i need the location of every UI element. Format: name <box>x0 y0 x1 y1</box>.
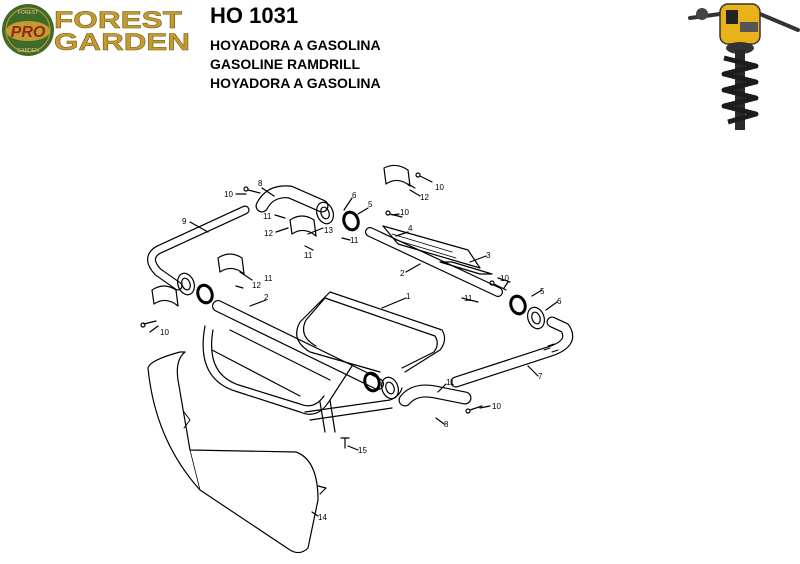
part-label-2-b: 2 <box>264 293 269 302</box>
diagram-linework <box>140 164 574 554</box>
part-label-6-a: 6 <box>352 191 357 200</box>
product-name-es: HOYADORA A GASOLINA <box>210 37 381 53</box>
part-label-8-a: 8 <box>258 179 263 188</box>
part-label-11-d: 11 <box>464 294 473 303</box>
logo-ring-top: FOREST <box>18 10 38 16</box>
part-label-10-b: 10 <box>400 208 409 217</box>
part-label-11-f: 11 <box>446 378 455 387</box>
part-label-3: 3 <box>486 251 491 260</box>
part-label-11-c: 11 <box>350 236 359 245</box>
part-label-11-a: 11 <box>263 212 272 221</box>
part-label-5-b: 5 <box>540 287 545 296</box>
part-label-12-a: 12 <box>264 229 273 238</box>
exploded-parts-diagram: 10 8 9 11 12 13 11 6 5 10 4 11 10 12 3 2… <box>0 160 800 559</box>
part-label-10-d: 10 <box>160 328 169 337</box>
logo-ring-bottom: GARDEN <box>17 48 39 54</box>
part-label-10-f: 10 <box>492 402 501 411</box>
part-label-7: 7 <box>538 372 543 381</box>
part-label-12-c: 12 <box>252 281 261 290</box>
title-block: HO 1031 HOYADORA A GASOLINA GASOLINE RAM… <box>210 4 381 93</box>
part-label-5-a: 5 <box>368 200 373 209</box>
part-label-10-c: 10 <box>435 183 444 192</box>
part-label-8-b: 8 <box>444 420 449 429</box>
part-label-12-b: 12 <box>420 193 429 202</box>
part-label-2-a: 2 <box>400 269 405 278</box>
part-label-14: 14 <box>318 513 327 522</box>
brand-logo: FOREST GARDEN PRO FOREST GARDEN <box>0 0 200 60</box>
logo-word-bottom: GARDEN <box>54 29 190 56</box>
part-label-10-e: 10 <box>500 274 509 283</box>
logo-badge: PRO <box>11 24 46 41</box>
part-label-10-a: 10 <box>224 190 233 199</box>
parts-diagram-svg: 10 8 9 11 12 13 11 6 5 10 4 11 10 12 3 2… <box>140 164 574 554</box>
part-label-13: 13 <box>324 226 333 235</box>
forest-garden-logo-icon: FOREST GARDEN PRO FOREST GARDEN <box>2 4 190 56</box>
logo-word-top: FOREST <box>54 7 182 34</box>
product-name-en: GASOLINE RAMDRILL <box>210 56 361 72</box>
product-name-es-2: HOYADORA A GASOLINA <box>210 75 381 91</box>
part-label-9: 9 <box>182 217 187 226</box>
part-label-6-b: 6 <box>557 297 562 306</box>
part-label-15: 15 <box>358 446 367 455</box>
model-number: HO 1031 <box>210 3 299 28</box>
part-label-4: 4 <box>408 224 413 233</box>
part-callouts: 10 8 9 11 12 13 11 6 5 10 4 11 10 12 3 2… <box>160 179 562 522</box>
earth-auger-photo-icon <box>688 3 800 130</box>
part-label-11-e: 11 <box>264 274 273 283</box>
part-label-11-b: 11 <box>304 251 313 260</box>
product-photo <box>680 0 800 135</box>
part-label-1: 1 <box>406 292 411 301</box>
